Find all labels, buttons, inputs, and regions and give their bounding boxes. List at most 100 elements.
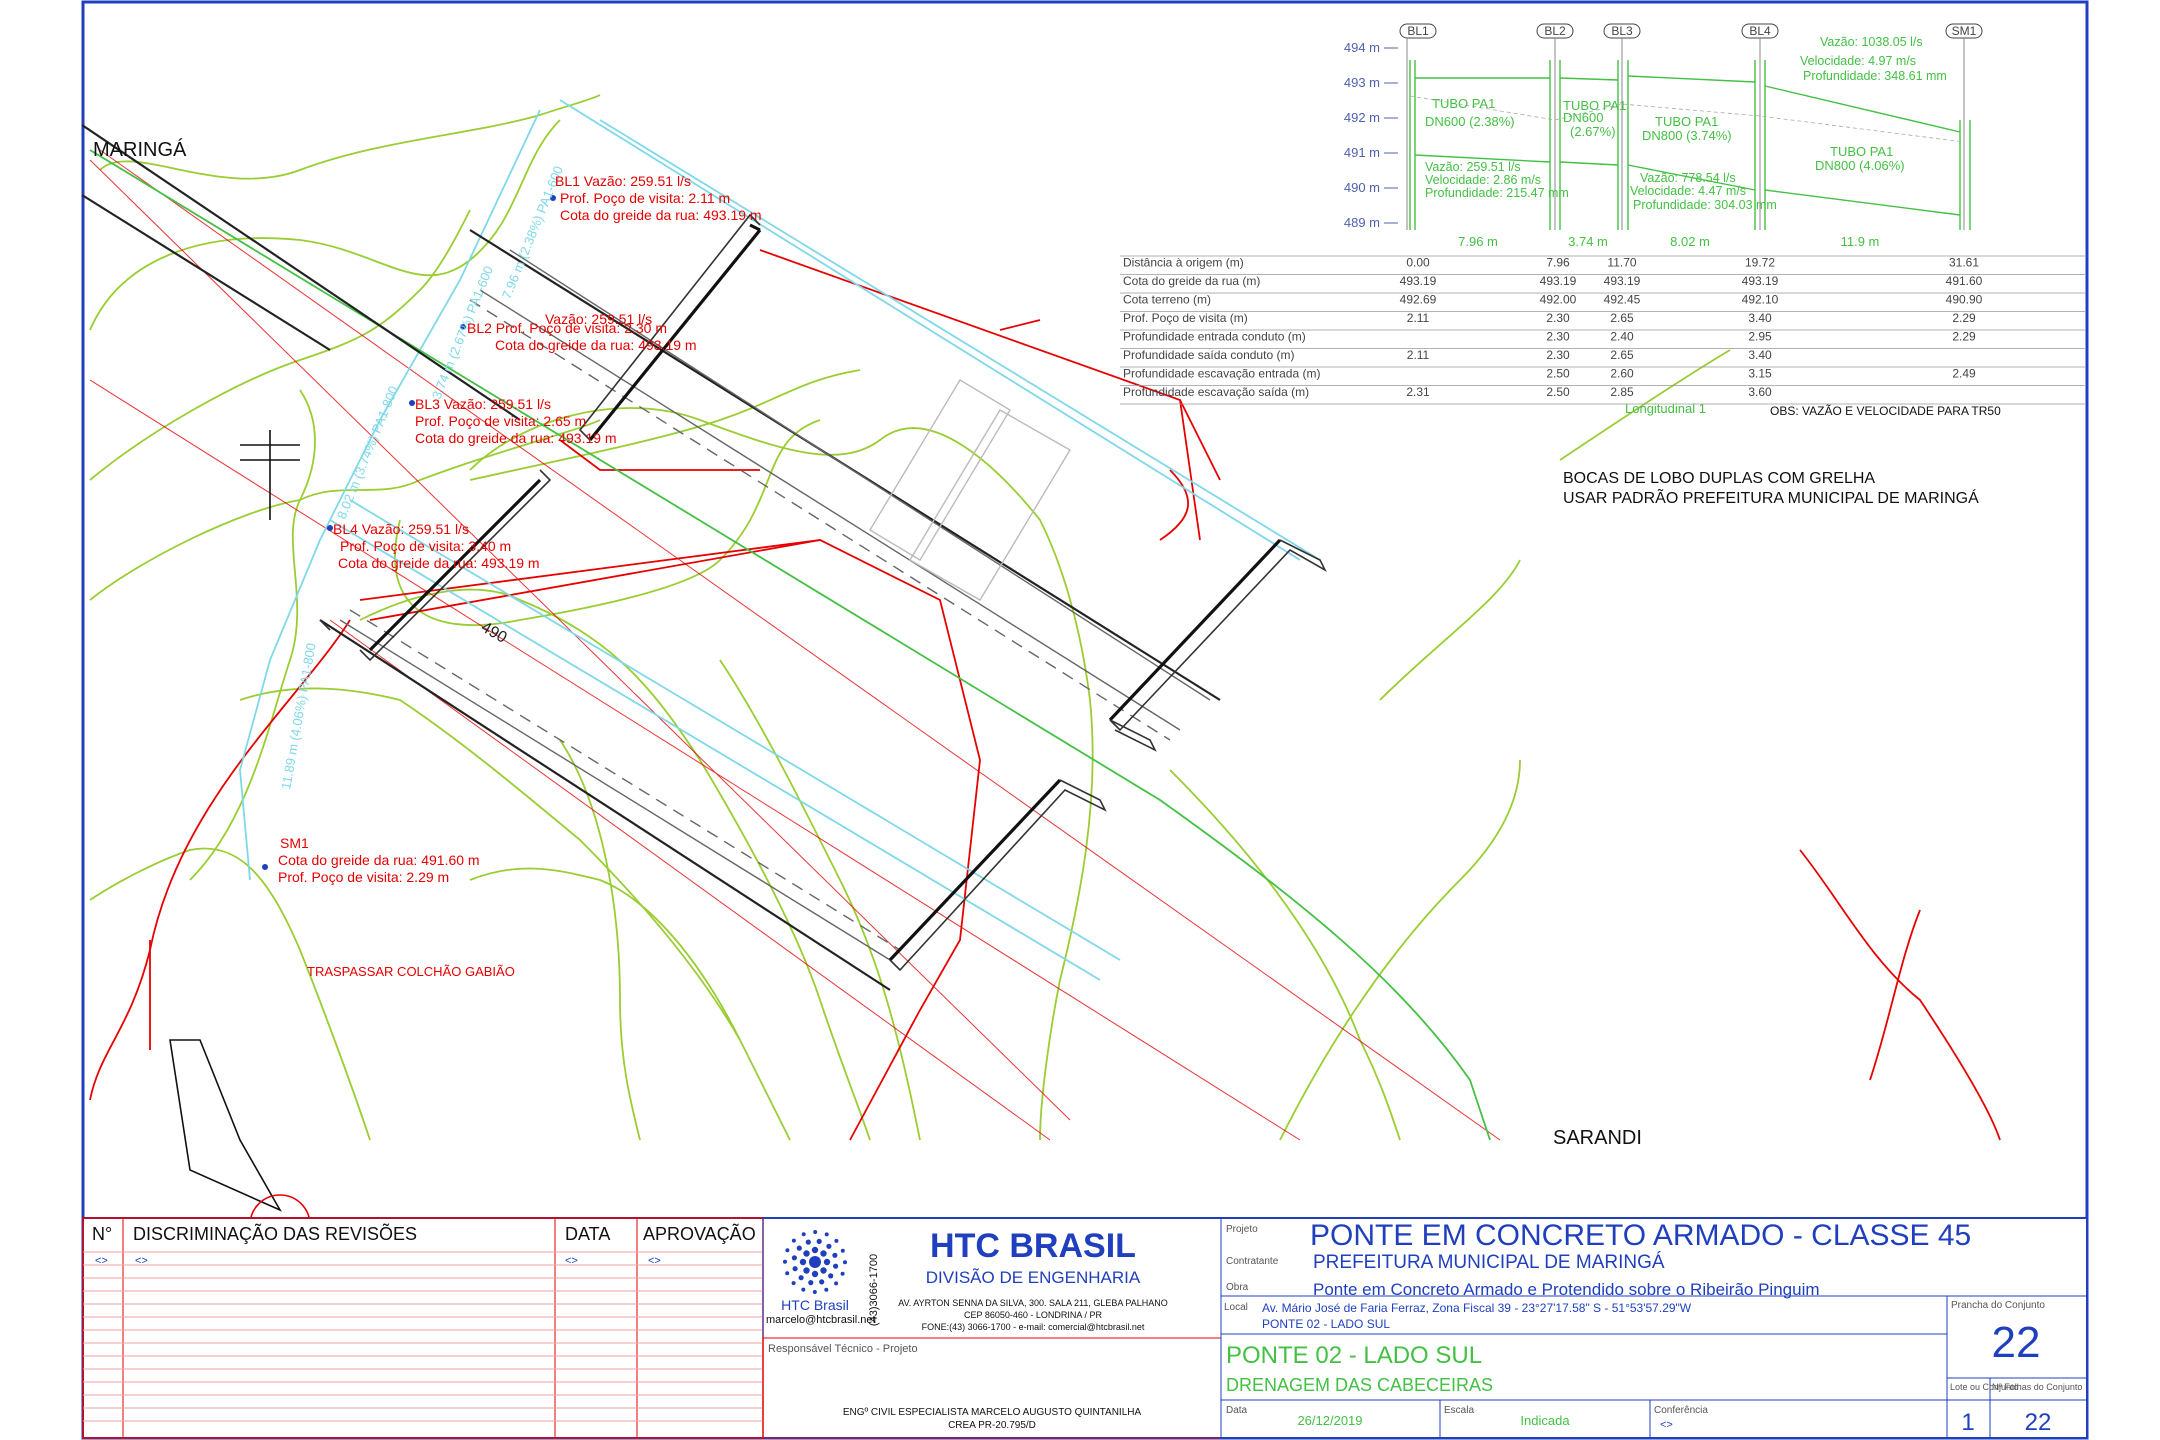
tube3-l2: DN800 (3.74%)	[1642, 128, 1732, 143]
road-edges	[81, 124, 1221, 991]
table-cell: 2.29	[1952, 311, 1976, 325]
elevation-ticks	[1384, 47, 1398, 224]
elev-494: 494 m	[1344, 40, 1380, 55]
tube4-l1: TUBO PA1	[1830, 144, 1893, 159]
table-cell: 492.69	[1400, 293, 1437, 307]
rev-n-placeholder: <>	[95, 1255, 108, 1267]
table-cell: 493.19	[1540, 274, 1577, 288]
bl4-note-2: Prof. Poço de visita: 3.40 m	[340, 538, 511, 554]
resp-label: Responsável Técnico - Projeto	[768, 1343, 918, 1355]
table-cell: 2.30	[1546, 330, 1570, 344]
rev-desc-placeholder: <>	[135, 1255, 148, 1267]
bl2-note-2: BL2 Prof. Poço de visita: 2.30 m	[467, 320, 667, 336]
logo-dot	[799, 1258, 807, 1266]
benchmark-cross	[240, 430, 300, 520]
table-cell: 2.30	[1546, 311, 1570, 325]
logo-text: HTC Brasil	[781, 1297, 849, 1313]
manhole-notes: BL1 Vazão: 259.51 l/s Prof. Poço de visi…	[278, 173, 762, 979]
sheet-scale: Indicada	[1520, 1413, 1570, 1428]
logo-dot	[791, 1255, 798, 1261]
conferencia-label: Conferência	[1654, 1405, 1708, 1416]
engineer-crea: CREA PR-20.795/D	[948, 1420, 1036, 1431]
manhole-sm1	[262, 864, 268, 870]
logo-dot	[803, 1267, 810, 1274]
logo-dot	[813, 1230, 818, 1234]
logo-dot	[824, 1232, 829, 1237]
logo-dot	[805, 1239, 811, 1245]
table-cell: 492.00	[1540, 293, 1577, 307]
gabion-note: TRASPASSAR COLCHÃO GABIÃO	[307, 964, 515, 979]
local-label: Local	[1224, 1302, 1248, 1313]
escala-label: Escala	[1444, 1405, 1474, 1416]
elev-490: 490 m	[1344, 180, 1380, 195]
company-email: marcelo@htcbrasil.net	[766, 1314, 876, 1326]
table-cell: 490.90	[1946, 293, 1983, 307]
road-inner	[339, 249, 1211, 961]
manholes	[262, 195, 556, 870]
logo-dot	[803, 1250, 810, 1257]
flow-a-2: Velocidade: 2.86 m/s	[1425, 173, 1541, 187]
table-cell: 0.00	[1406, 256, 1430, 270]
rev-col-data: DATA	[565, 1224, 610, 1244]
tube2-l1: TUBO PA1	[1563, 98, 1626, 113]
elev-489: 489 m	[1344, 215, 1380, 230]
table-cell: 2.11	[1407, 348, 1430, 362]
logo-dot	[808, 1280, 814, 1286]
node-bl4: BL4	[1749, 24, 1771, 38]
offset-lines	[89, 149, 1501, 1141]
gabion-outline	[169, 1039, 282, 1212]
table-cell: 2.65	[1610, 311, 1634, 325]
tube4-l2: DN800 (4.06%)	[1815, 158, 1905, 173]
logo-dot	[785, 1248, 790, 1253]
longitudinal-label: Longitudinal 1	[1625, 401, 1706, 416]
flow-c-2: Velocidade: 4.97 m/s	[1800, 54, 1916, 68]
bocas-note-1: BOCAS DE LOBO DUPLAS COM GRELHA	[1563, 470, 1875, 487]
logo-dot	[834, 1238, 839, 1243]
bl4-note-3: Cota do greide da rua: 493.19 m	[338, 555, 540, 571]
profile-spans: 7.96 m 3.74 m 8.02 m 11.9 m	[1458, 234, 1879, 249]
table-cell: 493.19	[1604, 274, 1641, 288]
flow-b-1: Vazão: 778.54 l/s	[1640, 171, 1736, 185]
local-address: Av. Mário José de Faria Ferraz, Zona Fis…	[1262, 1301, 1692, 1315]
flow-b-2: Velocidade: 4.47 m/s	[1630, 184, 1746, 198]
logo-dot	[801, 1232, 806, 1237]
obs-note: OBS: VAZÃO E VELOCIDADE PARA TR50	[1770, 404, 2001, 418]
table-cell: 492.10	[1742, 293, 1779, 307]
rev-col-desc: DISCRIMINAÇÃO DAS REVISÕES	[133, 1223, 417, 1244]
table-cell: 2.65	[1610, 348, 1634, 362]
table-cell: 19.72	[1745, 256, 1775, 270]
table-cell: 3.40	[1748, 311, 1772, 325]
table-cell: 491.60	[1946, 274, 1983, 288]
manhole-bl1	[550, 195, 556, 201]
table-cell: 2.40	[1610, 330, 1634, 344]
sm1-note-3: Prof. Poço de visita: 2.29 m	[278, 869, 449, 885]
sm1-note-2: Cota do greide da rua: 491.60 m	[278, 852, 480, 868]
pipe-labels: 7.96 m (2.38%) PA1-600 3.74 m (2.67%) PA…	[278, 164, 566, 791]
profile-nodes: BL1 BL2 BL3 BL4 SM1	[1399, 23, 1983, 39]
bl1-note-2: Prof. Poço de visita: 2.11 m	[560, 190, 730, 206]
table-cell: 2.29	[1952, 330, 1976, 344]
node-bl2: BL2	[1544, 24, 1566, 38]
plan-view: 7.96 m (2.38%) PA1-600 3.74 m (2.67%) PA…	[81, 94, 2001, 1256]
tube1-l1: TUBO PA1	[1432, 96, 1495, 111]
logo-dot	[792, 1266, 798, 1272]
span-4: 11.9 m	[1841, 234, 1880, 249]
logo-dot	[811, 1246, 819, 1254]
table-cell: 3.60	[1748, 385, 1772, 399]
flow-c-1: Vazão: 1038.05 l/s	[1820, 35, 1923, 49]
elev-493: 493 m	[1344, 75, 1380, 90]
table-cell: 11.70	[1607, 256, 1636, 270]
tube3-l1: TUBO PA1	[1655, 114, 1718, 129]
manhole-bl2	[460, 324, 466, 330]
profile-tube-labels: TUBO PA1 DN600 (2.38%) TUBO PA1 DN600 (2…	[1425, 96, 1905, 173]
table-row-label: Profundidade escavação entrada (m)	[1123, 367, 1320, 381]
tube2-l2: DN600	[1563, 110, 1603, 125]
contratante-name: PREFEITURA MUNICIPAL DE MARINGÁ	[1313, 1252, 1665, 1273]
logo-dot	[840, 1248, 845, 1253]
rev-aprov-placeholder: <>	[648, 1255, 661, 1267]
logo-dot	[834, 1281, 839, 1286]
logo-dot	[811, 1270, 819, 1278]
lote-number: 1	[1961, 1409, 1974, 1436]
logo-dot	[828, 1273, 834, 1279]
